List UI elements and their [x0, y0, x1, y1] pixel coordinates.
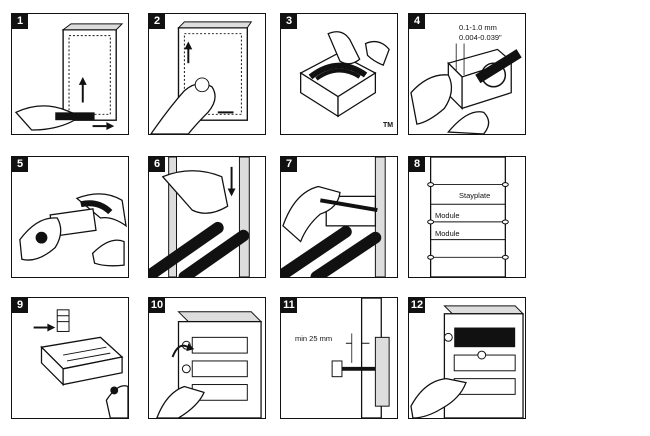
step-2-panel: 2 [148, 13, 266, 135]
step-number: 5 [12, 157, 28, 172]
lubricate-module-illustration [299, 31, 390, 118]
clean-frame-illustration [14, 23, 124, 131]
step-5-panel: 5 [11, 156, 129, 278]
min-distance-label: min 25 mm [295, 334, 333, 343]
step-11-panel: 11 min 25 mm [280, 297, 398, 419]
step-10-panel: 10 [148, 297, 266, 419]
gap-dimension-inch: 0.004-0.039" [459, 33, 502, 42]
gap-dimension-mm: 0.1-1.0 mm [459, 23, 497, 32]
step-number: 9 [12, 298, 28, 313]
mark-frame-illustration [150, 21, 253, 134]
assemble-module-illustration [19, 193, 127, 267]
step-7-panel: 7 [280, 156, 398, 278]
module-label: Module [435, 211, 460, 220]
tighten-bolts-illustration [156, 311, 263, 418]
step-12-panel: 12 [408, 297, 526, 419]
step-number: 1 [12, 14, 28, 29]
trademark-label: TM [383, 122, 394, 129]
step-number: 2 [149, 14, 165, 29]
step-6-panel: 6 [148, 156, 266, 278]
insert-cable-illustration [410, 43, 522, 134]
stack-layout-diagram [427, 157, 509, 277]
module-label: Module [435, 229, 460, 238]
step-number: 7 [281, 157, 297, 172]
stayplate-label: Stayplate [459, 191, 491, 200]
step-number: 3 [281, 14, 297, 29]
compression-unit-illustration [33, 309, 128, 418]
bolt-length-diagram [331, 298, 390, 418]
step-1-panel: 1 [11, 13, 129, 135]
lubricate-frame-illustration [281, 157, 386, 277]
final-tighten-illustration [410, 305, 525, 418]
step-number: 6 [149, 157, 165, 172]
step-number: 4 [409, 14, 425, 29]
step-number: 10 [149, 298, 165, 313]
step-9-panel: 9 [11, 297, 129, 419]
step-number: 8 [409, 157, 425, 172]
step-3-panel: 3 TM [280, 13, 398, 135]
step-number: 12 [409, 298, 425, 313]
step-4-panel: 4 0.1-1.0 mm 0.004-0.039" [408, 13, 526, 135]
insert-module-in-frame-illustration [149, 157, 250, 277]
step-number: 11 [281, 298, 297, 313]
step-8-panel: 8 Stayplate Module Module [408, 156, 526, 278]
